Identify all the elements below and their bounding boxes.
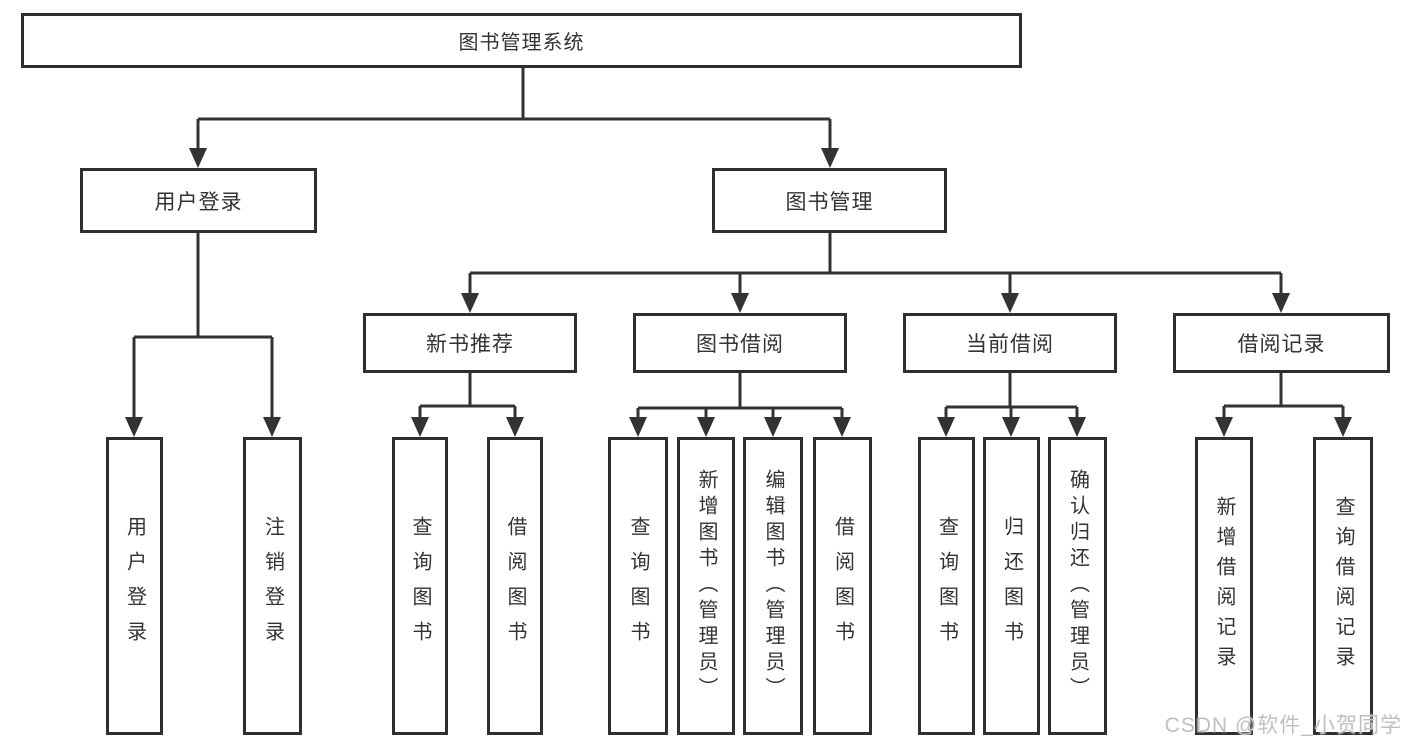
node-label: 图书借阅 xyxy=(696,333,784,356)
node-label: 借阅图书 xyxy=(504,516,526,656)
leaf-query-books-current: 查询图书 xyxy=(918,437,975,735)
node-label: 借阅记录 xyxy=(1237,333,1326,356)
leaf-query-books-borrowing: 查询图书 xyxy=(608,437,668,735)
node-label: 查询图书 xyxy=(409,516,431,656)
leaf-user-login: 用户登录 xyxy=(106,437,163,735)
node-label: 归还图书 xyxy=(1000,516,1023,656)
node-label: 查询图书 xyxy=(935,516,958,656)
leaf-add-books-admin: 新增图书（管理员） xyxy=(677,437,735,735)
node-label: 用户登录 xyxy=(123,516,146,656)
node-label: 编辑图书（管理员） xyxy=(762,469,784,703)
node-book-borrowing: 图书借阅 xyxy=(633,313,847,373)
leaf-query-books-recommend: 查询图书 xyxy=(392,437,448,735)
leaf-query-borrow-record: 查询借阅记录 xyxy=(1313,437,1373,735)
node-user-login-group: 用户登录 xyxy=(80,168,317,233)
node-label: 注销登录 xyxy=(261,516,284,656)
node-label: 当前借阅 xyxy=(966,333,1054,356)
leaf-add-borrow-record: 新增借阅记录 xyxy=(1195,437,1253,735)
node-label: 查询借阅记录 xyxy=(1332,496,1354,676)
node-label: 查询图书 xyxy=(627,516,649,656)
node-current-borrowing: 当前借阅 xyxy=(903,313,1117,373)
node-label: 图书管理 xyxy=(785,190,874,214)
leaf-borrow-books-recommend: 借阅图书 xyxy=(487,437,543,735)
leaf-logout: 注销登录 xyxy=(243,437,302,735)
node-label: 借阅图书 xyxy=(831,516,854,656)
node-label: 新书推荐 xyxy=(426,333,514,356)
node-label: 图书管理系统 xyxy=(458,32,585,54)
node-system-root: 图书管理系统 xyxy=(21,13,1022,68)
node-new-book-recommend: 新书推荐 xyxy=(363,313,577,373)
leaf-return-books: 归还图书 xyxy=(983,437,1040,735)
node-label: 用户登录 xyxy=(154,190,243,214)
leaf-edit-books-admin: 编辑图书（管理员） xyxy=(743,437,803,735)
csdn-watermark: CSDN @软件_小贺同学 xyxy=(1164,714,1402,737)
node-borrowing-records: 借阅记录 xyxy=(1173,313,1390,373)
node-book-management-group: 图书管理 xyxy=(712,168,947,233)
leaf-confirm-return-admin: 确认归还（管理员） xyxy=(1048,437,1107,735)
node-label: 新增图书（管理员） xyxy=(695,469,717,703)
leaf-borrow-books: 借阅图书 xyxy=(813,437,872,735)
node-label: 新增借阅记录 xyxy=(1213,496,1235,676)
node-label: 确认归还（管理员） xyxy=(1066,469,1089,703)
